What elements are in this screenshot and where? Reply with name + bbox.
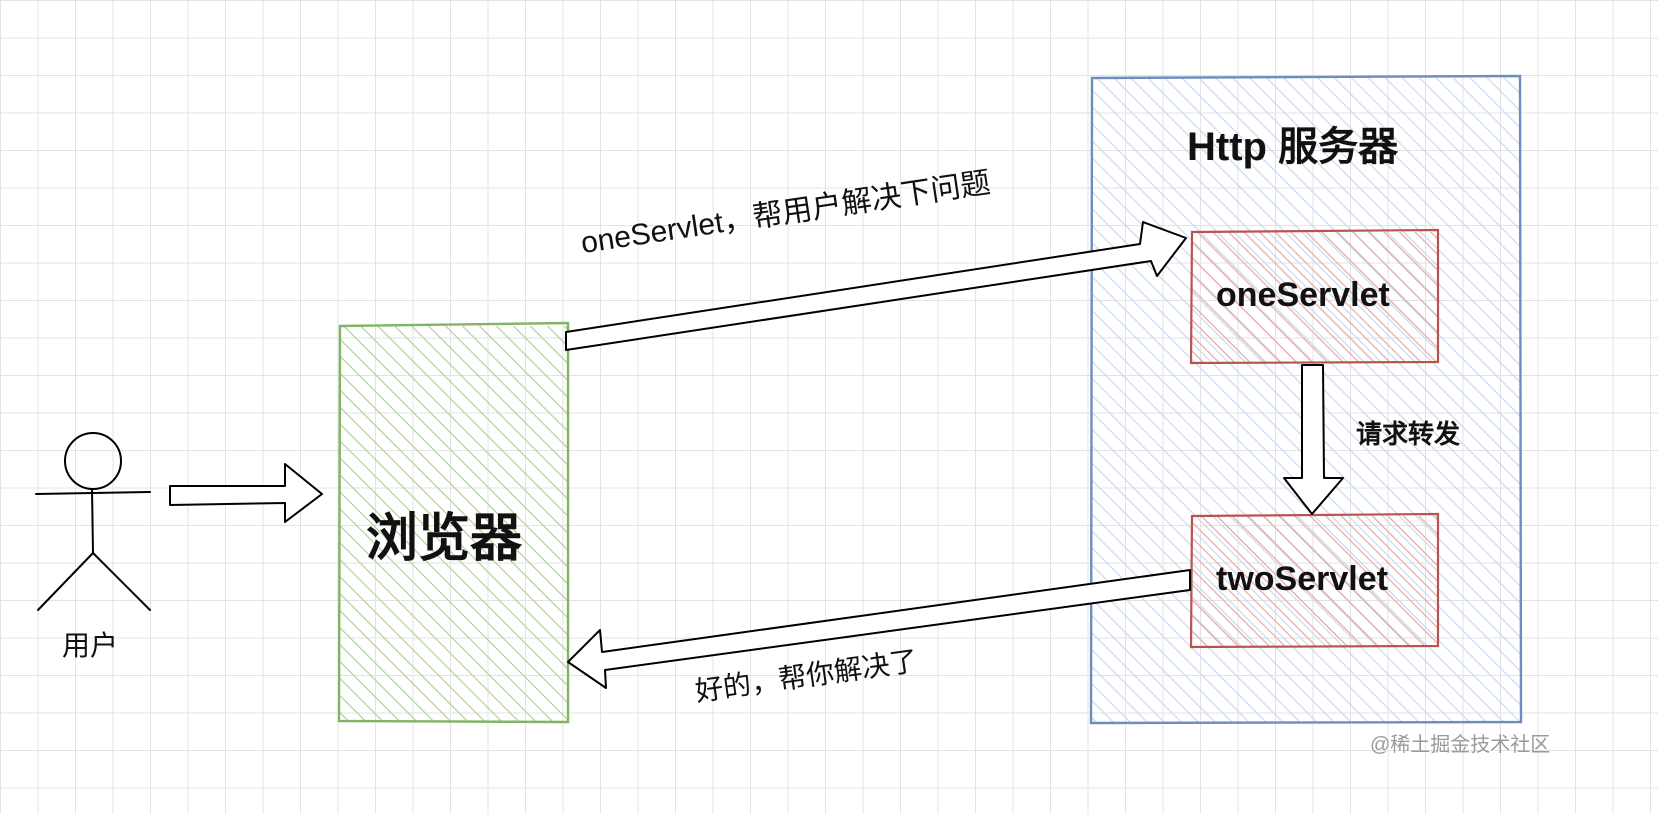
user-stick-figure	[35, 432, 151, 611]
watermark: @稀土掘金技术社区	[1370, 734, 1551, 756]
forward-arrow	[1283, 364, 1344, 515]
user-to-browser-arrow	[169, 463, 323, 523]
forward-label: 请求转发	[1356, 419, 1461, 449]
browser-label: 浏览器	[366, 510, 523, 568]
one-servlet-box	[1189, 228, 1440, 365]
two-servlet-label: twoServlet	[1216, 560, 1388, 598]
response-arrow	[567, 569, 1191, 689]
browser-box	[337, 321, 570, 724]
request-arrow	[565, 221, 1187, 351]
user-label: 用户	[62, 630, 119, 661]
one-servlet-label: oneServlet	[1216, 276, 1390, 314]
server-title: Http 服务器	[1187, 125, 1399, 169]
two-servlet-box	[1189, 512, 1440, 649]
